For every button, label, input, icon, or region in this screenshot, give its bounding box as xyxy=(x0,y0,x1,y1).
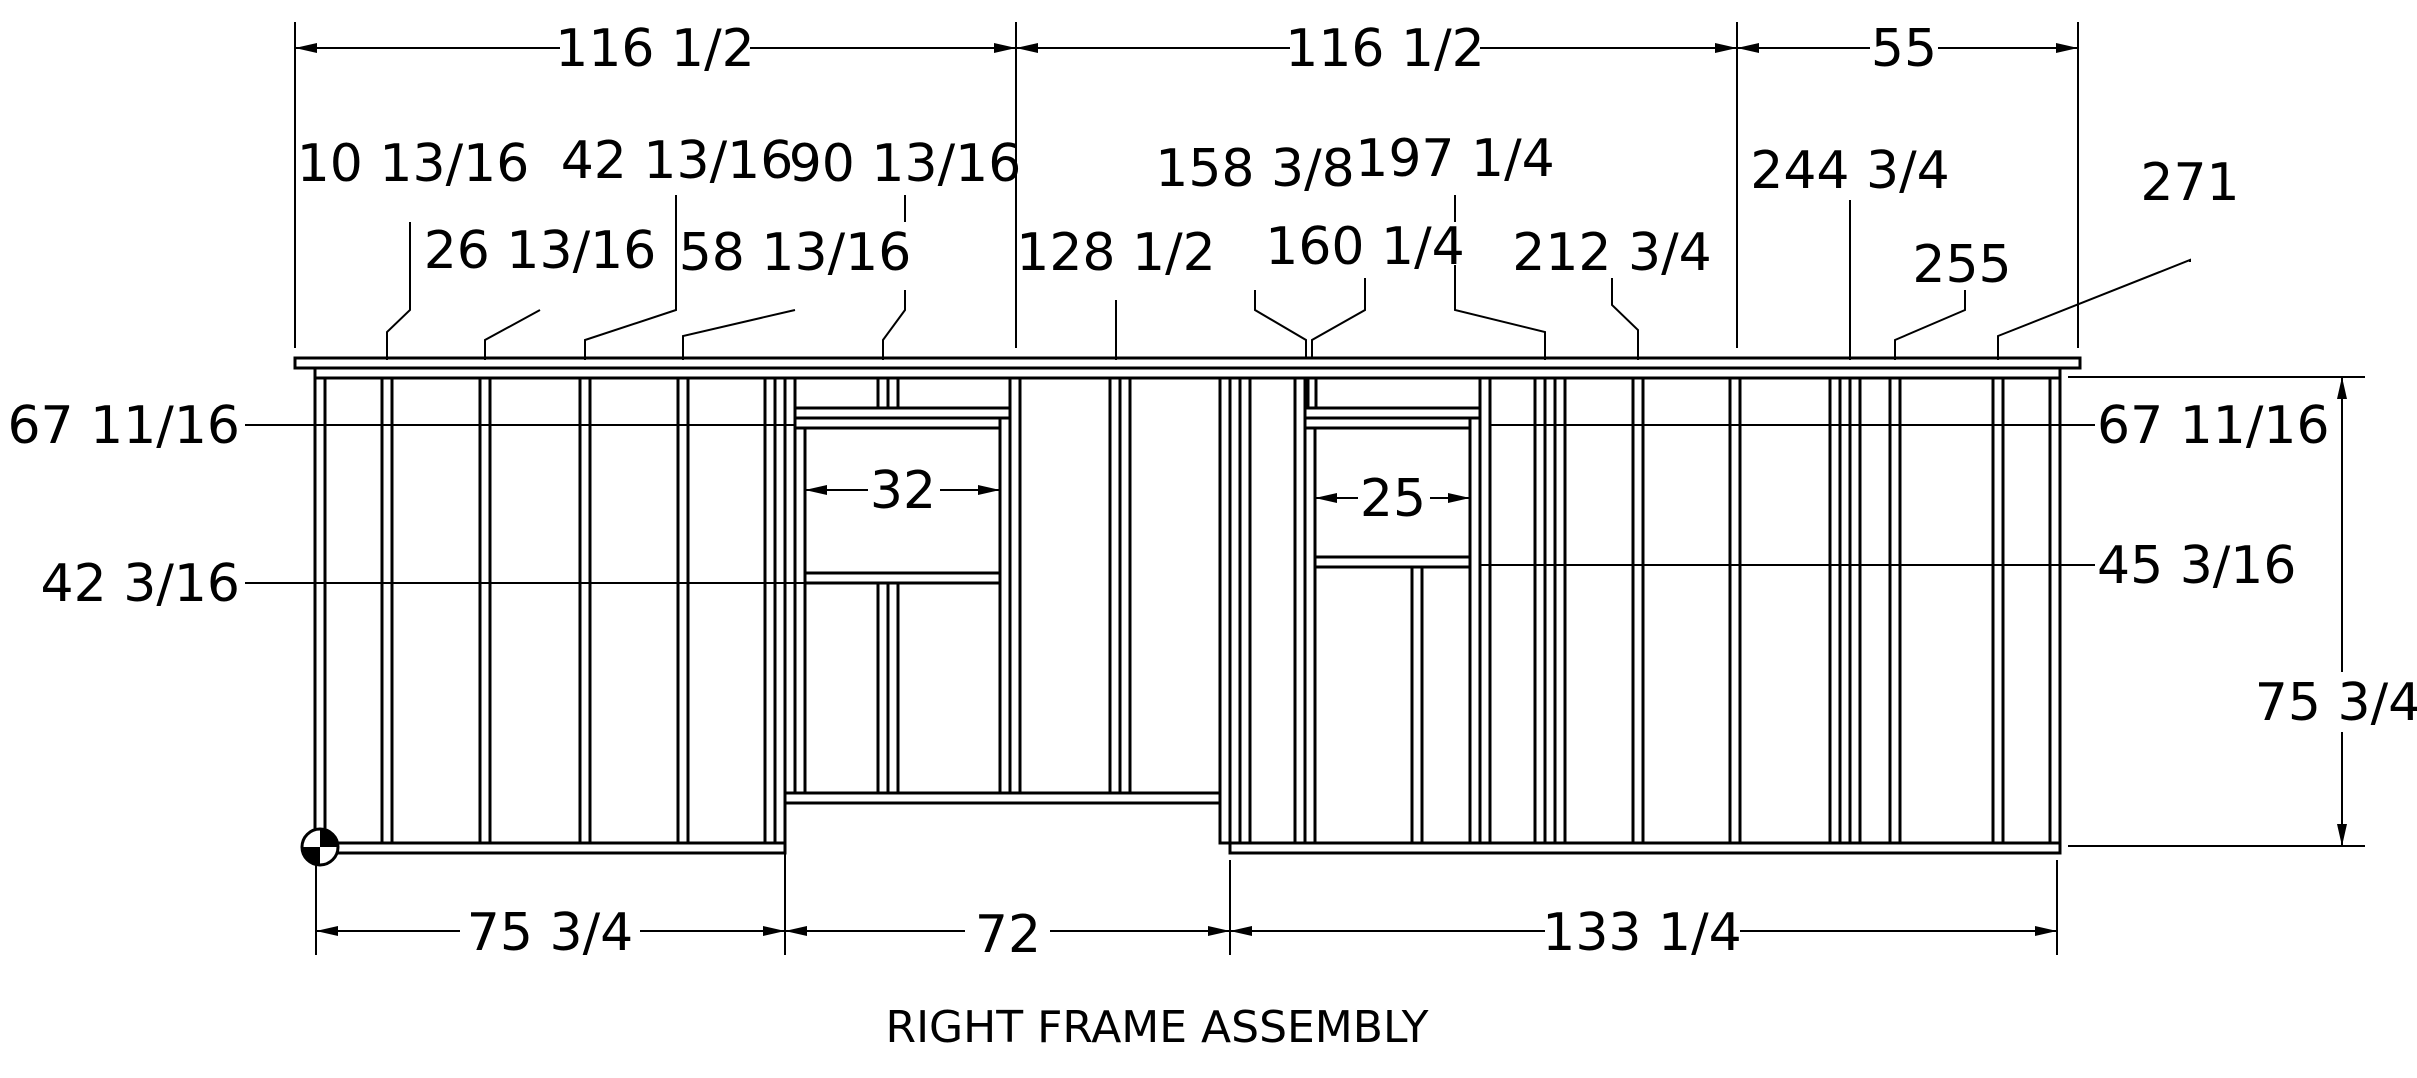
stud xyxy=(1888,376,1902,845)
overall-dim-1: 116 1/2 xyxy=(555,19,754,79)
king-stud xyxy=(1478,376,1492,845)
wall-frame xyxy=(293,356,2082,855)
jack-stud xyxy=(793,416,807,795)
window-2-sill xyxy=(1313,555,1472,569)
window-1-width: 32 xyxy=(870,461,936,521)
stud-pos-6: 128 1/2 xyxy=(1016,223,1215,283)
stud xyxy=(1553,376,1567,845)
top-overall-dimensions xyxy=(294,22,2079,348)
wall-height-dim xyxy=(2068,376,2365,847)
jack-stud xyxy=(1303,416,1317,845)
window-1-sill xyxy=(803,571,1002,585)
overall-dim-3: 55 xyxy=(1871,19,1937,79)
king-stud xyxy=(1008,376,1022,795)
end-stud-left xyxy=(313,376,327,845)
stud xyxy=(380,376,394,845)
window-2-head-height: 67 11/16 xyxy=(2097,396,2330,456)
stud-pos-9: 197 1/4 xyxy=(1355,129,1554,189)
wall-height: 75 3/4 xyxy=(2255,673,2417,733)
bottom-plate-right xyxy=(1228,841,2062,855)
window-2-width: 25 xyxy=(1360,469,1426,529)
window-height-leaders xyxy=(245,424,2095,584)
window-1-head-height: 67 11/16 xyxy=(7,396,240,456)
jack-stud xyxy=(1238,376,1252,845)
stud xyxy=(578,376,592,845)
stud-pos-5: 90 13/16 xyxy=(789,134,1022,194)
stud xyxy=(1991,376,2005,845)
stud-pos-10: 212 3/4 xyxy=(1512,223,1711,283)
stud-pos-8: 160 1/4 xyxy=(1265,217,1464,277)
origin-marker-icon xyxy=(300,827,340,867)
stud xyxy=(1848,376,1862,845)
bottom-dim-2: 72 xyxy=(975,905,1041,965)
stud-pos-3: 42 13/16 xyxy=(561,131,794,191)
stud xyxy=(676,376,690,845)
bottom-dim-1: 75 3/4 xyxy=(467,903,633,963)
stud xyxy=(478,376,492,845)
stud-pos-4: 58 13/16 xyxy=(679,223,912,283)
top-plate-lower xyxy=(313,366,2062,380)
window-2-header-lower xyxy=(1303,416,1482,430)
stud-pos-7: 158 3/8 xyxy=(1155,139,1354,199)
window-1-header-lower xyxy=(793,416,1012,430)
cripple-stud xyxy=(1410,565,1424,845)
stud xyxy=(1118,376,1132,795)
cripple-stud xyxy=(886,581,900,795)
cripple-stud xyxy=(1306,376,1318,410)
stud xyxy=(1631,376,1645,845)
cripple-stud xyxy=(886,376,900,410)
overall-dim-2: 116 1/2 xyxy=(1285,19,1484,79)
stud-pos-12: 255 xyxy=(1912,235,2011,295)
window-2-sill-height: 45 3/16 xyxy=(2097,536,2296,596)
window-1-sill-height: 42 3/16 xyxy=(41,554,240,614)
stud-pos-13: 271 xyxy=(2140,153,2239,213)
stud-pos-11: 244 3/4 xyxy=(1750,141,1949,201)
bottom-dim-3: 133 1/4 xyxy=(1542,903,1741,963)
end-stud-right xyxy=(2048,376,2062,845)
window-width-dims xyxy=(805,485,1470,503)
stud-pos-1: 10 13/16 xyxy=(297,134,530,194)
drawing-title: RIGHT FRAME ASSEMBLY xyxy=(886,1002,1429,1053)
bottom-dimensions xyxy=(315,810,2058,955)
stud-leaders xyxy=(386,195,2191,360)
stud-pos-2: 26 13/16 xyxy=(424,221,657,281)
stud xyxy=(1728,376,1742,845)
